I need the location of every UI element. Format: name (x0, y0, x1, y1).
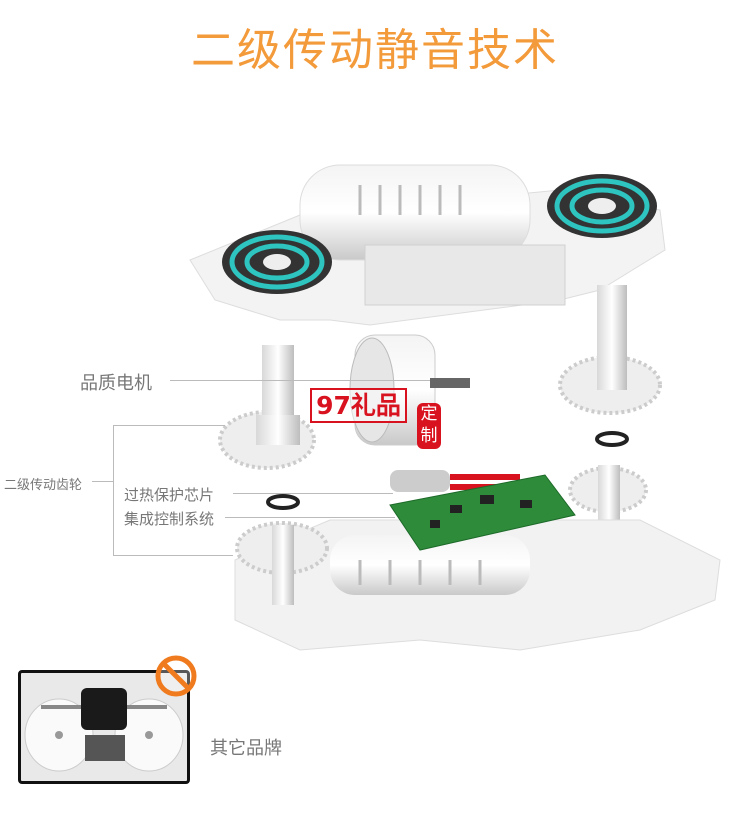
callout-line-chip (233, 493, 393, 494)
silent-disc-left (222, 230, 332, 294)
bracket-gears (113, 425, 114, 555)
label-control: 集成控制系统 (124, 510, 215, 528)
upper-gear-left (218, 345, 316, 470)
control-pcb (389, 474, 576, 551)
callout-line-control (225, 517, 395, 518)
washer-left (266, 494, 300, 510)
watermark-seal: 定制 (417, 403, 441, 449)
upper-gear-right (558, 285, 662, 415)
bracket-top (113, 425, 225, 426)
top-housing (189, 164, 666, 326)
callout-line-gears (92, 481, 113, 482)
lower-gear-left (235, 521, 329, 605)
watermark-logo: 97礼品 (310, 388, 407, 423)
washer-right (595, 431, 629, 447)
silent-disc-right (547, 174, 657, 238)
bracket-bottom (113, 555, 233, 556)
prohibit-icon (155, 655, 197, 697)
label-chip: 过热保护芯片 (124, 486, 215, 504)
label-other-brand: 其它品牌 (210, 738, 282, 759)
bottom-housing (234, 519, 721, 651)
page-title: 二级传动静音技术 (191, 25, 559, 76)
label-gears: 二级传动齿轮 (4, 478, 83, 493)
callout-line-motor (170, 380, 430, 381)
label-motor: 品质电机 (80, 373, 152, 394)
